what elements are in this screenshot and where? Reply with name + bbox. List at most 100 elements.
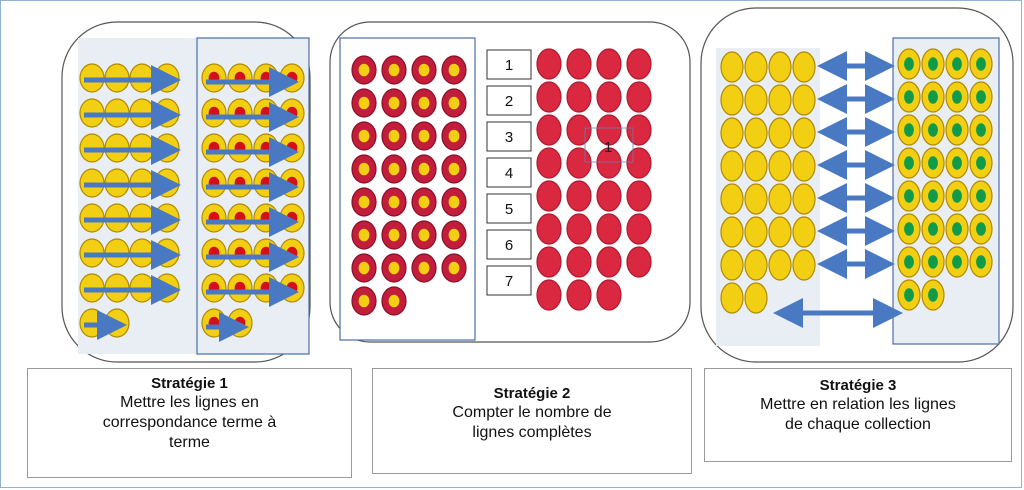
strategy-2-right-token: [596, 246, 622, 278]
strategy-3-left-token: [792, 249, 816, 281]
strategy-2-left-tokens: [351, 55, 467, 316]
strategy-3-left-token: [792, 183, 816, 215]
strategy-1-desc-line-3: terme: [169, 434, 210, 451]
strategy-3-left-token: [720, 51, 744, 83]
strategy-3-right-token-dot: [928, 156, 938, 170]
strategy-3-right-token-dot: [952, 189, 962, 203]
strategy-2-left-token-dot: [358, 162, 370, 176]
strategy-3-right-token-dot: [904, 57, 914, 71]
strategy-3-right-token-dot: [904, 90, 914, 104]
strategy-3-rounded-frame: [700, 7, 1014, 363]
strategy-2-title: Stratégie 2: [493, 385, 571, 402]
strategy-3-right-token-dot: [928, 255, 938, 269]
strategy-2-right-token: [566, 279, 592, 311]
strategy-3-right-token-dot: [952, 255, 962, 269]
strategy-2-right-token: [626, 81, 652, 113]
strategy-3-left-token: [720, 282, 744, 314]
strategy-2-left-token-dot: [448, 129, 460, 143]
strategy-2-right-token: [566, 180, 592, 212]
strategy-3-right-token-dot: [904, 288, 914, 302]
strategy-3-right-token-dot: [928, 90, 938, 104]
strategy-3-right-token-dot: [976, 189, 986, 203]
strategy-2-left-token-dot: [388, 162, 400, 176]
strategy-2-right-token: [626, 147, 652, 179]
row-number-label: 7: [505, 273, 513, 290]
strategy-2-left-token-dot: [418, 63, 430, 77]
strategy-3-right-token-dot: [952, 156, 962, 170]
strategy-2-right-token: [626, 48, 652, 80]
strategy-2-right-token: [626, 114, 652, 146]
strategy-2-right-token: [566, 81, 592, 113]
strategy-2-left-token-dot: [418, 129, 430, 143]
strategy-2-right-token: [626, 246, 652, 278]
strategy-3-left-token: [744, 216, 768, 248]
strategy-3-right-tokens: [897, 48, 993, 311]
strategy-2-right-token: [566, 147, 592, 179]
strategy-1-desc-line-2: correspondance terme à: [102, 414, 277, 431]
row-number-label: 2: [505, 93, 513, 110]
strategy-2-left-token-dot: [418, 228, 430, 242]
strategy-3-right-token-dot: [976, 90, 986, 104]
strategy-3-left-token: [720, 150, 744, 182]
strategy-3-left-token: [720, 183, 744, 215]
strategy-3-left-token: [768, 150, 792, 182]
strategy-3-left-token: [792, 216, 816, 248]
strategy-2-right-token: [596, 279, 622, 311]
strategy-2-left-token-dot: [388, 129, 400, 143]
strategy-2-left-token-dot: [388, 228, 400, 242]
strategy-2-left-token-dot: [448, 228, 460, 242]
strategy-3-right-token-dot: [952, 222, 962, 236]
strategy-3-left-token: [744, 51, 768, 83]
strategy-2-right-token: [566, 114, 592, 146]
strategy-3-left-token: [792, 51, 816, 83]
strategy-2-left-token-dot: [358, 228, 370, 242]
strategy-2-right-token: [536, 114, 562, 146]
row-number-box: [486, 85, 532, 116]
strategy-2-left-token-dot: [388, 96, 400, 110]
strategy-3-left-token: [768, 249, 792, 281]
strategy-2-right-token: [596, 48, 622, 80]
strategy-3-right-token-dot: [928, 123, 938, 137]
strategy-2-right-token: [626, 180, 652, 212]
strategy-2-right-token: [536, 279, 562, 311]
strategy-2-left-token-dot: [358, 96, 370, 110]
strategy-2-left-token-dot: [388, 63, 400, 77]
strategy-3-right-token-dot: [952, 90, 962, 104]
strategy-3-right-token-dot: [976, 156, 986, 170]
strategy-3-caption: Stratégie 3 Mettre en relation les ligne…: [704, 368, 1012, 462]
strategy-3-left-token: [768, 51, 792, 83]
strategy-3-desc-line-1: Mettre en relation les lignes: [760, 396, 956, 413]
row-number-box: [486, 49, 532, 80]
strategy-1-title: Stratégie 1: [151, 375, 228, 392]
strategy-3-left-token: [792, 117, 816, 149]
strategy-1-panel: [61, 21, 311, 363]
strategy-2-overlay-number: 1: [604, 139, 612, 156]
strategy-2-right-tokens: [536, 48, 652, 311]
row-number-box: [486, 157, 532, 188]
row-number-box: [486, 265, 532, 296]
strategy-2-left-token-dot: [358, 195, 370, 209]
strategy-3-left-token: [744, 117, 768, 149]
strategy-3-right-token-dot: [904, 255, 914, 269]
strategy-3-left-token: [792, 84, 816, 116]
strategy-3-right-token-dot: [928, 189, 938, 203]
row-number-label: 6: [505, 237, 513, 254]
strategy-3-right-token-dot: [928, 222, 938, 236]
strategy-1-desc-line-1: Mettre les lignes en: [120, 394, 259, 411]
strategy-3-title: Stratégie 3: [819, 377, 897, 394]
row-number-box: [486, 193, 532, 224]
row-number-label: 3: [505, 129, 513, 146]
strategy-3-left-token: [720, 216, 744, 248]
row-number-label: 4: [505, 165, 513, 182]
strategy-3-right-token-dot: [976, 255, 986, 269]
row-number-box: [486, 229, 532, 260]
strategy-3-left-token: [768, 216, 792, 248]
strategy-2-right-token: [596, 147, 622, 179]
row-number-box: [486, 121, 532, 152]
strategy-3-left-token: [720, 84, 744, 116]
strategy-2-caption: Stratégie 2 Compter le nombre de lignes …: [372, 368, 692, 474]
strategy-2-right-token: [596, 81, 622, 113]
strategy-3-right-token-dot: [976, 57, 986, 71]
